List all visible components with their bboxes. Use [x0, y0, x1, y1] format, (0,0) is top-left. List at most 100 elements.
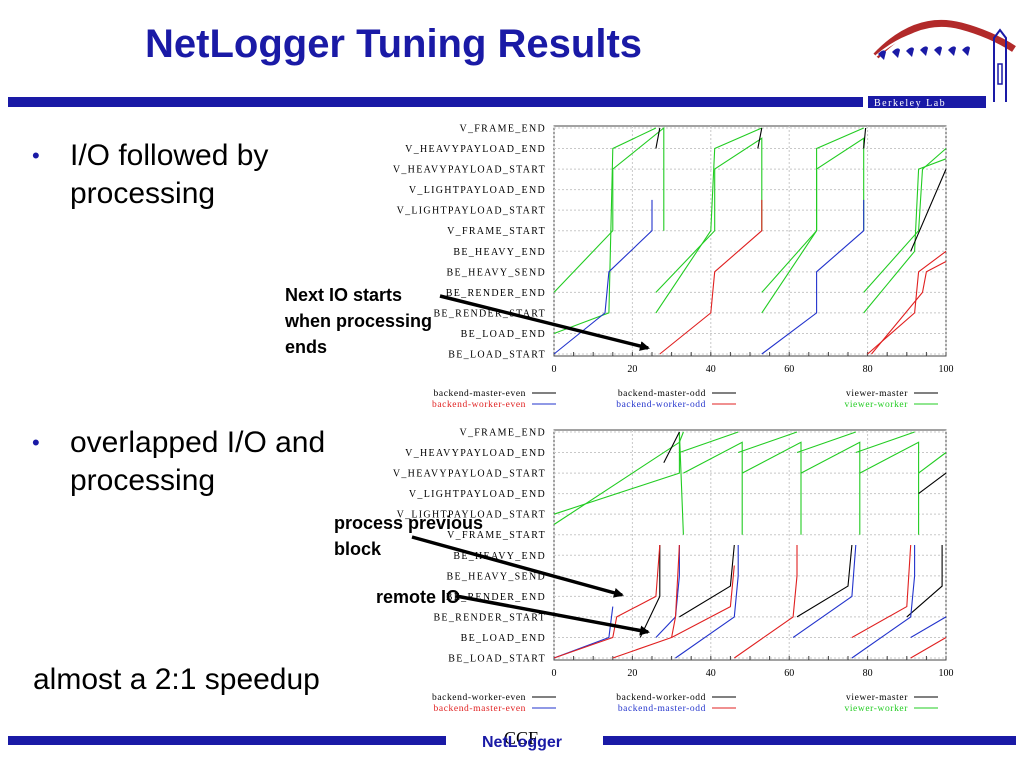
y-category-label: V_HEAVYPAYLOAD_START [393, 165, 546, 176]
y-category-label: V_FRAME_END [459, 428, 546, 439]
legend-label: viewer-worker [844, 400, 908, 410]
series-line [683, 441, 743, 535]
callout-line: when processing [285, 311, 433, 331]
legend-label: backend-master-even [434, 704, 526, 714]
callout-process-previous: process previous block [334, 510, 483, 562]
series-line [871, 261, 947, 355]
series-line [761, 199, 865, 355]
y-category-label: BE_HEAVY_END [453, 247, 546, 258]
series-line [867, 250, 947, 355]
series-line [792, 544, 857, 638]
y-category-label: BE_RENDER_END [446, 288, 546, 299]
x-tick-label: 100 [939, 364, 954, 375]
footer-rule-right [603, 736, 1016, 745]
y-category-label: BE_LOAD_START [448, 654, 546, 665]
series-line [851, 545, 916, 659]
legend-label: backend-worker-odd [616, 400, 706, 410]
series-line [612, 544, 680, 659]
legend-label: viewer-worker [844, 704, 908, 714]
y-category-label: BE_LOAD_START [448, 350, 546, 361]
series-line [679, 544, 735, 618]
series-line [910, 616, 947, 638]
series-line [655, 137, 763, 293]
chart-overlapped-io: BE_LOAD_START BE_LOAD_END BE_RENDER_START B… [393, 428, 954, 715]
series-line [671, 565, 735, 638]
x-tick-label: 60 [784, 364, 794, 375]
series-line [741, 441, 802, 535]
footer-rule-left [8, 736, 446, 745]
y-category-label: V_LIGHTPAYLOAD_END [409, 185, 546, 196]
bullet-line: processing [70, 464, 216, 497]
speedup-note: almost a 2:1 speedup [33, 663, 320, 696]
plot-area [553, 429, 947, 661]
footer-ccf: CCF [504, 728, 539, 748]
x-tick-label: 0 [552, 668, 557, 679]
series-line [757, 127, 763, 149]
legend-label: backend-worker-odd [616, 693, 706, 703]
bullet-line: processing [70, 177, 216, 210]
series-line [800, 441, 861, 535]
x-tick-label: 80 [863, 364, 873, 375]
series-line [918, 472, 947, 495]
series-line [663, 431, 680, 464]
bullet-io-then-processing: • I/O followed by processing [32, 137, 352, 217]
y-category-label: V_FRAME_START [447, 226, 546, 237]
series-line [863, 158, 947, 314]
series-line [659, 199, 763, 355]
legend-label: viewer-master [846, 693, 908, 703]
legend-label: backend-worker-even [432, 400, 526, 410]
series-line [851, 544, 912, 638]
y-category-label: BE_HEAVY_SEND [447, 571, 547, 582]
callout-remote-io: remote IO [376, 587, 461, 607]
series-line [733, 545, 798, 659]
series-line [918, 452, 947, 474]
series-line [655, 127, 763, 314]
x-tick-label: 0 [552, 364, 557, 375]
slide-title: NetLogger Tuning Results [145, 22, 643, 66]
logo-text: Berkeley Lab [874, 98, 946, 109]
y-category-label: V_LIGHTPAYLOAD_END [409, 489, 546, 500]
y-category-label: V_LIGHTPAYLOAD_START [397, 206, 546, 217]
x-tick-label: 40 [706, 364, 716, 375]
series-line [906, 545, 943, 618]
series-line [855, 431, 915, 454]
series-line [553, 431, 684, 535]
legend-label: viewer-master [846, 389, 908, 399]
y-category-label: BE_RENDER_END [446, 592, 546, 603]
series-line [655, 545, 680, 638]
series-line [910, 637, 947, 659]
y-category-label: V_HEAVYPAYLOAD_END [405, 144, 546, 155]
y-category-label: BE_LOAD_END [461, 633, 546, 644]
legend-label: backend-master-odd [618, 704, 706, 714]
series-line [738, 431, 798, 454]
bullet-marker: • [32, 430, 40, 455]
callout-next-io: Next IO starts when processing ends [285, 282, 432, 360]
x-tick-label: 20 [627, 668, 637, 679]
legend-label: backend-master-odd [618, 389, 706, 399]
y-category-label: BE_RENDER_START [433, 612, 546, 623]
y-category-label: BE_LOAD_END [461, 329, 546, 340]
y-category-label: V_FRAME_END [459, 124, 546, 135]
y-category-label: V_HEAVYPAYLOAD_START [393, 469, 546, 480]
series-line [796, 431, 856, 454]
footer-netlogger: NetLogger [482, 734, 562, 751]
series-line [655, 127, 661, 149]
footer-label: CCF NetLogger [446, 728, 603, 756]
callout-line: Next IO starts [285, 285, 403, 305]
series-line [761, 137, 865, 293]
x-tick-label: 40 [706, 668, 716, 679]
series-line [796, 544, 853, 618]
series-line [910, 168, 947, 252]
y-category-label: V_LIGHTPAYLOAD_START [397, 510, 546, 521]
y-category-label: BE_HEAVY_SEND [447, 267, 547, 278]
title-rule [8, 97, 863, 107]
x-tick-label: 100 [939, 668, 954, 679]
x-tick-label: 80 [863, 668, 873, 679]
chart-io-then-processing: BE_LOAD_STARTBE_LOAD_ENDBE_RENDER_STARTB… [393, 124, 954, 411]
series-line [675, 545, 739, 659]
series-line [863, 148, 947, 293]
x-tick-label: 60 [784, 668, 794, 679]
bullet-overlapped-io: • overlapped I/O and processing [32, 424, 372, 504]
series-line [859, 441, 920, 535]
berkeley-lab-logo: Berkeley Lab [868, 19, 1016, 109]
